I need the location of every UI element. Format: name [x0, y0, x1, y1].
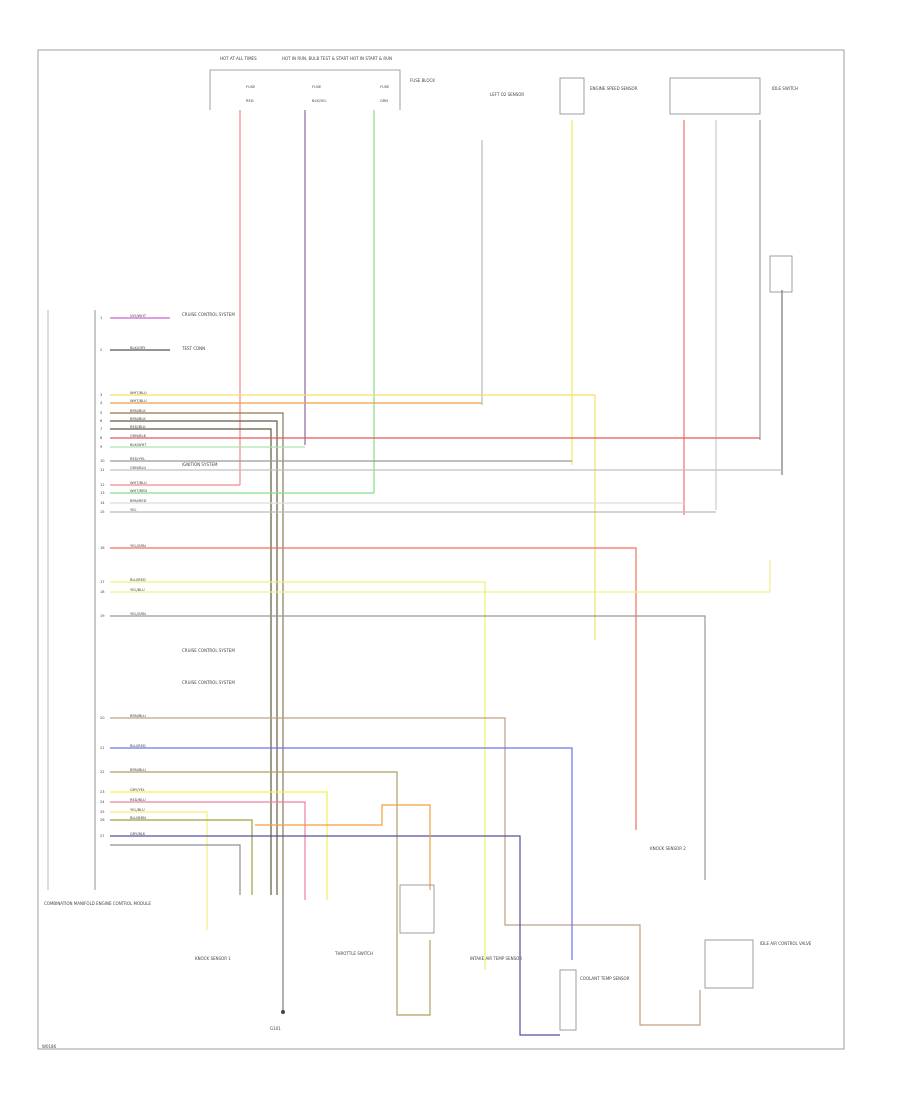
fuse-block-label: FUSE BLOCK [410, 78, 435, 83]
module-pin-4: 4 [100, 401, 103, 405]
module-pin-7: 7 [100, 427, 102, 431]
module-pin-11: 11 [100, 468, 105, 472]
module-pin-23: 23 [100, 790, 105, 794]
module-pin-wire-6: BRN/BLK [130, 417, 146, 421]
footer-code: W0186 [42, 1044, 57, 1049]
fuse-label-2: FUSE [312, 85, 322, 89]
fuse-label-3: FUSE [380, 85, 390, 89]
idle-air-valve-box [704, 939, 754, 989]
module-pin-wire-21: BLU/RED [130, 744, 146, 748]
module-pin-17: 17 [100, 580, 105, 584]
module-pin-wire-8: GRN/BLK [130, 434, 147, 438]
module-pin-wire-22: BRN/BLU [130, 768, 146, 772]
module-pin-wire-17: BLU/RED [130, 578, 146, 582]
module-pin-wire-5: BRN/BLK [130, 409, 146, 413]
module-pin-2: 2 [100, 348, 102, 352]
wire-label-3: GRN [380, 99, 388, 103]
relay-box-top [669, 77, 761, 115]
module-pin-wire-7: RED/BLK [130, 425, 146, 429]
ignition-label: IGNITION SYSTEM [182, 462, 218, 467]
connector-c1-title: HOT AT ALL TIMES [220, 56, 257, 61]
module-pin-wire-20: BRN/BLU [130, 714, 146, 718]
module-pin-wire-25: YEL/BLU [130, 808, 145, 812]
module-pin-wire-1: VIO/WHT [130, 314, 147, 318]
module-pin-20: 20 [100, 716, 105, 720]
knock-sensor-2-label: KNOCK SENSOR 2 [650, 846, 686, 851]
sensor-box-top [559, 77, 585, 115]
module-pin-24: 24 [100, 800, 105, 804]
module-pin-8: 8 [100, 436, 103, 440]
module-pin-14: 14 [100, 501, 105, 505]
module-pin-wire-4: WHT/BLU [130, 399, 147, 403]
module-pin-1: 1 [100, 316, 102, 320]
module-pin-25: 25 [100, 810, 105, 814]
module-pin-15: 15 [100, 510, 105, 514]
idle-air-valve-label: IDLE AIR CONTROL VALVE [760, 941, 812, 946]
fuse-block: HOT AT ALL TIMES HOT IN RUN, BULB TEST &… [209, 56, 435, 110]
module-label: COMBINATION MANIFOLD ENGINE CONTROL MODU… [44, 901, 151, 906]
module-pin-wire-2: BLK/GRY [130, 346, 146, 350]
module-pin-27: 27 [100, 834, 105, 838]
cruise-label-3: CRUISE CONTROL SYSTEM [182, 680, 235, 685]
ground-label: G101 [270, 1026, 281, 1031]
fuse-label-1: FUSE [246, 85, 256, 89]
module-pin-wire-13: WHT/RED [130, 489, 147, 493]
module-pin-wire-15: YEL [130, 508, 136, 512]
module-pin-wire-27: GRY/BLK [130, 832, 146, 836]
cruise-label-2: CRUISE CONTROL SYSTEM [182, 648, 235, 653]
module-pin-wire-24: RED/BLU [130, 798, 146, 802]
module-pin-10: 10 [100, 459, 105, 463]
left-sensor-bottom-label: KNOCK SENSOR 1 [195, 956, 231, 961]
cruise-label-1: CRUISE CONTROL SYSTEM [182, 312, 235, 317]
module-pin-26: 26 [100, 818, 105, 822]
module-pin-wire-3: WHT/BLU [130, 391, 147, 395]
module-pin-wire-23: GRY/YEL [130, 788, 145, 792]
module-pin-wire-11: GRN/BLU [130, 466, 146, 470]
test-conn-label: TEST CONN [181, 346, 205, 351]
module-pin-16: 16 [100, 546, 105, 550]
module-pin-wire-18: YEL/BLU [130, 588, 145, 592]
left-o2-sensor-label: LEFT O2 SENSOR [490, 92, 524, 97]
coolant-sensor-label: COOLANT TEMP SENSOR [580, 976, 630, 981]
module-pin-wire-16: YEL/GRN [130, 544, 146, 548]
wire-label-1: RED [246, 99, 254, 103]
module-pin-18: 18 [100, 590, 105, 594]
module-pin-3: 3 [100, 393, 102, 397]
module-pin-wire-19: YEL/GRN [130, 612, 146, 616]
diagram-frame [37, 49, 845, 1050]
module-pin-wire-10: RED/YEL [130, 457, 145, 461]
ground-symbol [281, 895, 285, 1014]
module-pin-wire-12: WHT/BLU [130, 481, 147, 485]
intake-air-sensor-label: INTAKE AIR TEMP SENSOR [470, 956, 522, 961]
switch-box-right [769, 255, 793, 293]
wire-label-2: BLK/YEL [312, 99, 327, 103]
module-pin-21: 21 [100, 746, 105, 750]
reference-sensor-label: ENGINE SPEED SENSOR [590, 86, 638, 91]
coolant-sensor-box [559, 969, 577, 1031]
module-pin-22: 22 [100, 770, 105, 774]
module-pin-6: 6 [100, 419, 103, 423]
connector-c3-title: HOT IN START & RUN [350, 56, 392, 61]
knock-sensor-box [399, 884, 435, 934]
module-pin-wire-14: BRN/RED [130, 499, 147, 503]
connector-c2-title: HOT IN RUN, BULB TEST & START [282, 56, 349, 61]
module-pin-9: 9 [100, 445, 103, 449]
module-pin-12: 12 [100, 483, 105, 487]
engine-speed-sensor-label: THROTTLE SWITCH [334, 951, 373, 956]
module-pin-19: 19 [100, 614, 105, 618]
module-pin-wire-26: BLU/BRN [130, 816, 146, 820]
module-pin-wire-9: BLK/WHT [130, 443, 147, 447]
idle-switch-label: IDLE SWITCH [772, 86, 798, 91]
module-pin-5: 5 [100, 411, 102, 415]
module-pin-13: 13 [100, 491, 105, 495]
